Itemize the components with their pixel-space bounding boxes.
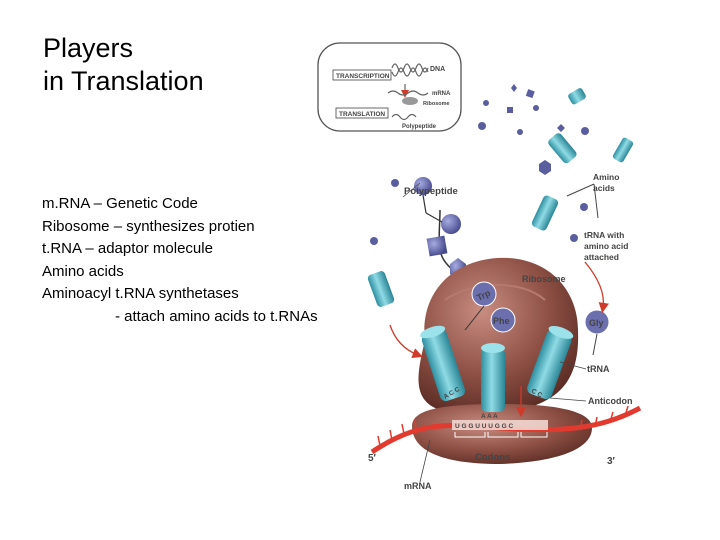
label-trna: tRNA xyxy=(587,364,610,374)
label-trna-with-2: amino acid xyxy=(584,241,628,251)
inset-mrna-label: mRNA xyxy=(432,91,451,97)
inset-transcription-label: TRANSCRIPTION xyxy=(336,73,390,80)
point-ribosome: Ribosome – synthesizes protien xyxy=(42,217,255,235)
label-mrna: mRNA xyxy=(404,481,432,491)
label-anticodon: Anticodon xyxy=(588,396,633,406)
title-line-1: Players xyxy=(43,33,134,63)
inset-diagram: TRANSCRIPTION DNA mRNA Ribosome TRANSLAT… xyxy=(317,42,462,132)
label-five-prime: 5′ xyxy=(368,453,377,464)
anticodon-right: C C xyxy=(530,388,543,400)
point-synthetases-detail: - attach amino acids to t.RNAs xyxy=(115,307,318,325)
free-amino-acids xyxy=(370,84,589,245)
label-amino-line-1: Amino xyxy=(593,172,619,182)
codon-sequence: U G G U U U G G C xyxy=(455,423,513,430)
free-trna-molecules xyxy=(367,88,634,307)
point-amino-acids: Amino acids xyxy=(42,262,124,280)
label-three-prime: 3′ xyxy=(607,456,616,467)
inset-ribosome-label: Ribosome xyxy=(423,101,450,107)
point-trna: t.RNA – adaptor molecule xyxy=(42,240,213,258)
label-ribosome: Ribosome xyxy=(522,274,566,284)
bullet-list: m.RNA – Genetic Code Ribosome – synthesi… xyxy=(42,193,318,329)
slide-title: Players in Translation xyxy=(43,32,204,98)
phe-label: Phe xyxy=(493,316,510,326)
title-line-2: in Translation xyxy=(43,66,204,96)
mrna-strand: U G G U U U G G C xyxy=(370,405,642,455)
inset-translation-label: TRANSLATION xyxy=(339,111,385,118)
inset-polypeptide-label: Polypeptide xyxy=(402,124,437,130)
process-arrows xyxy=(389,261,609,418)
anticodon-middle: A A A xyxy=(481,413,498,420)
point-synthetases: Aminoacyl t.RNA synthetases xyxy=(42,285,239,303)
figure-labels: Polypeptide Amino acids tRNA with amino … xyxy=(368,172,633,491)
label-trna-with-3: attached xyxy=(584,252,619,262)
label-trna-with-1: tRNA with xyxy=(584,230,624,240)
label-polypeptide: Polypeptide xyxy=(404,186,458,197)
point-mrna: m.RNA – Genetic Code xyxy=(42,195,198,212)
gly-label: Gly xyxy=(589,318,604,328)
amino-acid-badges: Trp Phe Gly xyxy=(464,281,610,356)
bound-trnas: A C C A A A C C xyxy=(420,325,574,420)
label-amino-line-2: acids xyxy=(593,183,615,193)
label-codons: Codons xyxy=(475,452,510,463)
inset-dna-label: DNA xyxy=(430,66,445,73)
